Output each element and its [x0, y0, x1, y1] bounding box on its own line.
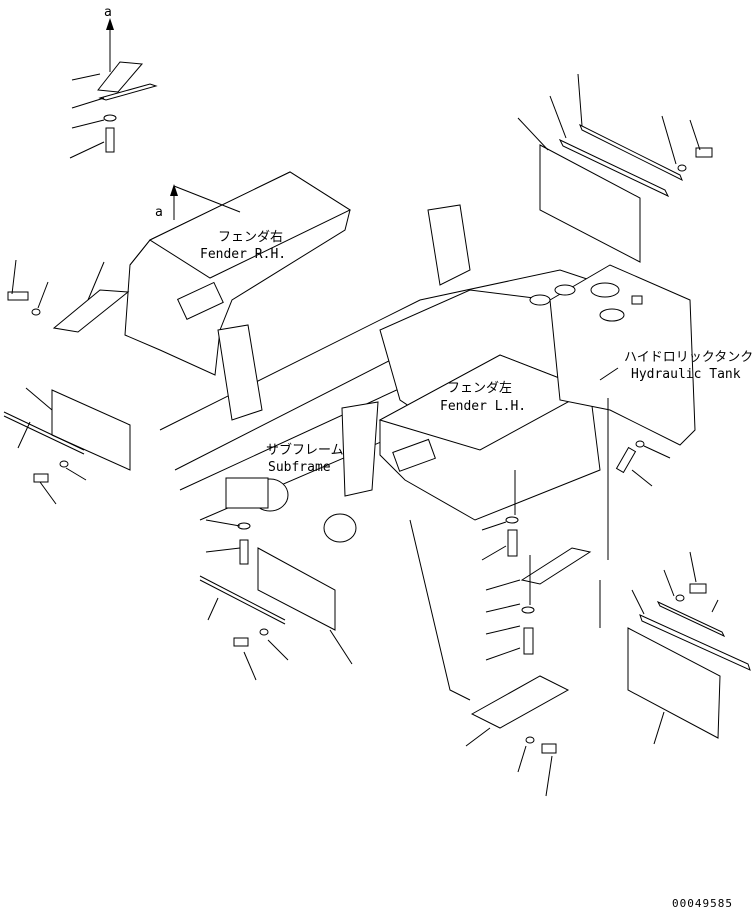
drawing-number: 00049585	[672, 897, 733, 910]
cover-plate-top-left	[69, 61, 158, 159]
label-subframe-en: Subframe	[268, 460, 331, 475]
left-side-parts	[3, 259, 131, 505]
label-fender-rh-jp: フェンダ右	[218, 230, 283, 245]
label-fender-lh-jp: フェンダ左	[447, 381, 512, 396]
label-hydraulic-tank-en: Hydraulic Tank	[631, 367, 741, 382]
view-arrow-a-top	[106, 18, 114, 72]
lower-centre-parts	[199, 519, 353, 681]
right-centre-parts	[409, 470, 592, 797]
label-fender-rh-en: Fender R.H.	[200, 247, 286, 262]
label-subframe-jp: サブフレーム	[266, 442, 344, 458]
view-label-a-top: a	[104, 5, 112, 20]
view-arrow-a-left	[170, 184, 241, 220]
label-fender-lh-en: Fender L.H.	[440, 399, 526, 414]
view-label-a-left: a	[155, 205, 163, 220]
leader-hydraulic-tank	[599, 367, 619, 381]
label-hydraulic-tank-jp: ハイドロリックタンク	[624, 350, 753, 365]
main-frame	[124, 171, 696, 543]
right-side-parts	[517, 73, 751, 745]
